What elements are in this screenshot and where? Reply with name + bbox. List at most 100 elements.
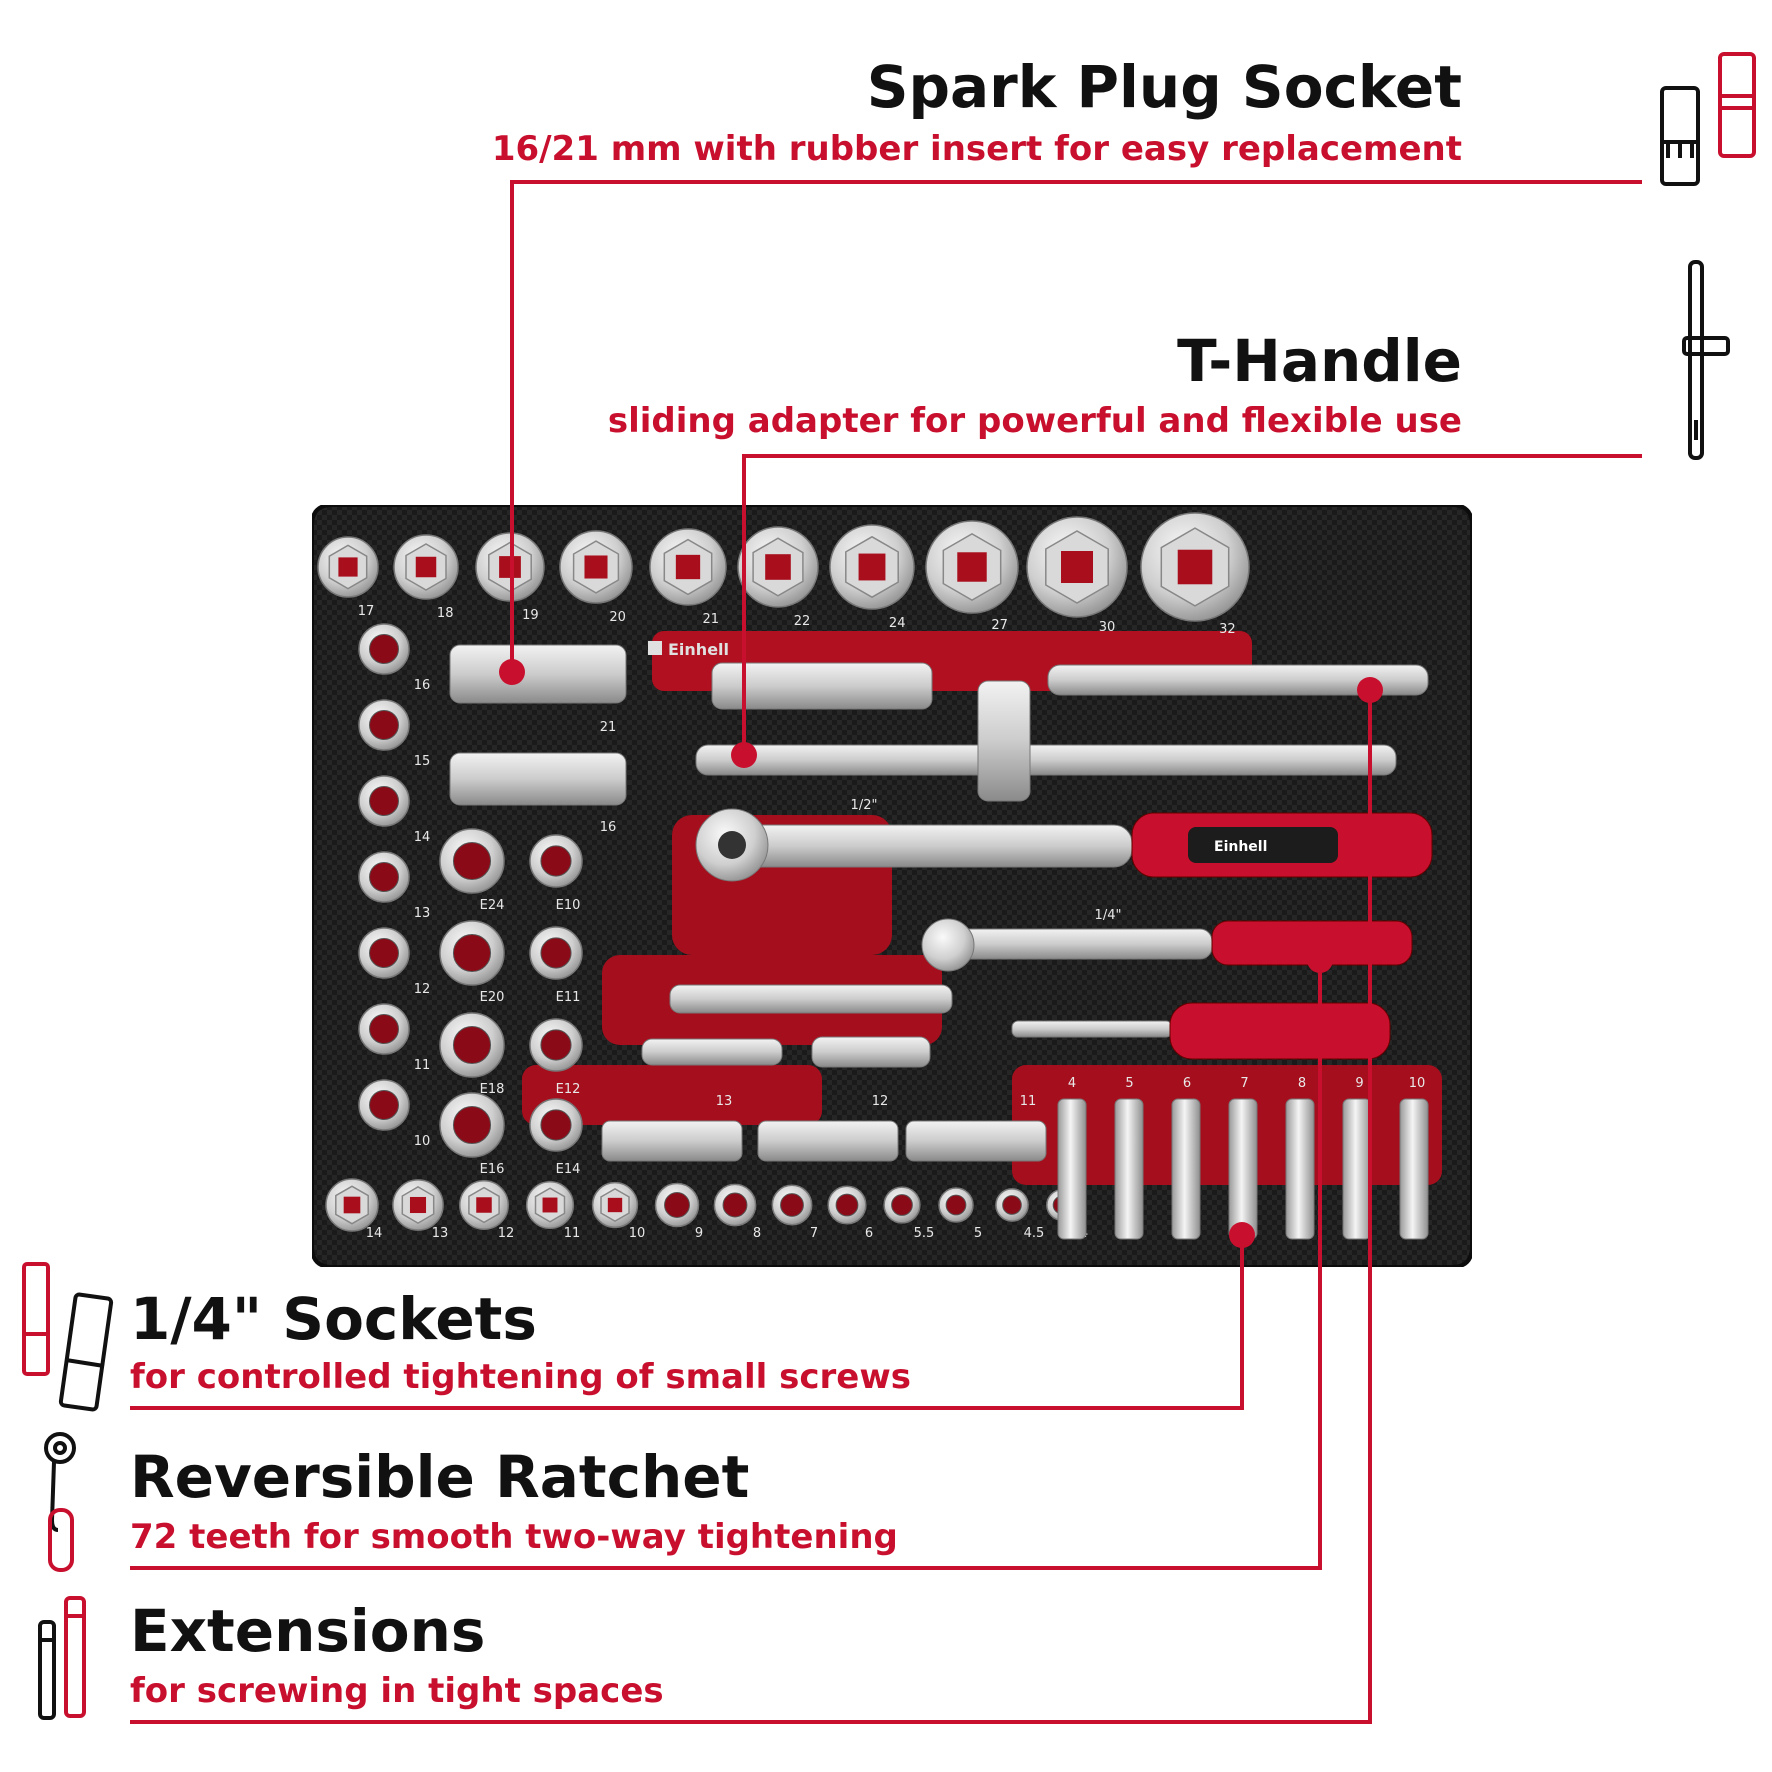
deep-quarter-label-8: 8 — [1298, 1076, 1306, 1091]
bottom-socket-9-bore — [664, 1192, 690, 1218]
left-socket-label-11: 11 — [414, 1058, 431, 1073]
quarter-extension-long — [669, 984, 953, 1014]
half-inch-ratchet-shaft — [731, 824, 1133, 868]
t-handle-subtitle: sliding adapter for powerful and flexibl… — [607, 401, 1462, 441]
torx-socket-label-E14: E14 — [556, 1162, 581, 1177]
ratchet-brand-text: Einhell — [1214, 839, 1267, 855]
left-socket-14-bore — [369, 786, 399, 816]
bottom-socket-label-11: 11 — [564, 1226, 581, 1241]
deep-quarter-socket-4 — [1057, 1098, 1087, 1240]
bottom-socket-8-bore — [722, 1192, 748, 1218]
left-socket-16-bore — [369, 634, 399, 664]
bottom-socket-label-9: 9 — [695, 1226, 703, 1241]
left-socket-label-15: 15 — [414, 754, 431, 769]
deep-quarter-socket-7 — [1228, 1098, 1258, 1240]
top-socket-label-24: 24 — [889, 616, 906, 631]
torx-socket-label-E24: E24 — [480, 898, 505, 913]
top-socket-label-17: 17 — [358, 604, 375, 619]
left-socket-label-14: 14 — [414, 830, 431, 845]
bottom-socket-label-6: 6 — [865, 1226, 873, 1241]
ratchet-subtitle: 72 teeth for smooth two-way tightening — [130, 1517, 898, 1557]
spark-plug-socket-16 — [449, 752, 627, 806]
sliding-t-bar — [695, 744, 1397, 776]
top-socket-label-32: 32 — [1219, 622, 1236, 637]
bit-driver-shaft — [1011, 1020, 1173, 1038]
torx-socket-E18-bore — [452, 1025, 492, 1065]
spark-plug-label-16: 16 — [600, 820, 617, 835]
top-socket-32-drive — [1177, 549, 1213, 585]
quarter-ratchet-handle — [1211, 920, 1413, 966]
bottom-socket-label-8: 8 — [753, 1226, 761, 1241]
left-socket-11-bore — [369, 1014, 399, 1044]
top-socket-label-20: 20 — [609, 610, 626, 625]
bottom-socket-label-13: 13 — [432, 1226, 449, 1241]
torx-socket-E11-bore — [540, 937, 572, 969]
bottom-socket-4.5-bore — [1002, 1195, 1022, 1215]
left-socket-12-bore — [369, 938, 399, 968]
top-socket-label-27: 27 — [991, 618, 1008, 633]
deep-quarter-socket-10 — [1399, 1098, 1429, 1240]
quarter-extension-short — [641, 1038, 783, 1066]
bottom-socket-5-bore — [945, 1194, 967, 1216]
drive-label-quarter: 1/4" — [1095, 908, 1122, 923]
top-socket-label-19: 19 — [522, 608, 539, 623]
ratchet-icon — [44, 1432, 76, 1572]
spark-plug-socket-21 — [449, 644, 627, 704]
top-socket-17-drive — [338, 557, 358, 577]
torx-socket-label-E11: E11 — [556, 990, 581, 1005]
quarter-socket-icon — [22, 1262, 114, 1412]
top-socket-19-drive — [499, 556, 521, 578]
deep-socket-label-11: 11 — [1020, 1094, 1037, 1109]
deep-quarter-label-7: 7 — [1240, 1076, 1248, 1091]
deep-quarter-label-5: 5 — [1125, 1076, 1133, 1091]
top-socket-27-drive — [957, 552, 987, 582]
spark-plug-title: Spark Plug Socket — [866, 53, 1462, 121]
t-handle-icon — [1682, 260, 1730, 460]
brand-logo-text: Einhell — [668, 640, 729, 659]
t-handle-title: T-Handle — [1177, 327, 1462, 395]
torx-socket-E12-bore — [540, 1029, 572, 1061]
bottom-socket-label-4.5: 4.5 — [1024, 1226, 1045, 1241]
deep-quarter-socket-6 — [1171, 1098, 1201, 1240]
torx-socket-E16-bore — [452, 1105, 492, 1145]
extensions-subtitle: for screwing in tight spaces — [130, 1671, 664, 1711]
bottom-socket-label-14: 14 — [366, 1226, 383, 1241]
quarter-ratchet-shaft — [951, 928, 1213, 960]
bottom-socket-label-5.5: 5.5 — [914, 1226, 935, 1241]
torx-socket-label-E10: E10 — [556, 898, 581, 913]
bottom-socket-12-drive — [476, 1197, 492, 1213]
top-socket-label-30: 30 — [1099, 620, 1116, 635]
spark-plug-socket-icon — [1660, 52, 1756, 186]
top-socket-label-21: 21 — [703, 612, 720, 627]
torx-socket-E10-bore — [540, 845, 572, 877]
deep-quarter-socket-8 — [1285, 1098, 1315, 1240]
torx-socket-label-E20: E20 — [480, 990, 505, 1005]
left-socket-15-bore — [369, 710, 399, 740]
top-socket-22-drive — [765, 554, 791, 580]
bottom-socket-7-bore — [780, 1193, 804, 1217]
deep-socket-11 — [905, 1120, 1047, 1162]
bottom-socket-10-drive — [607, 1197, 623, 1213]
quarter-sockets-subtitle: for controlled tightening of small screw… — [130, 1357, 912, 1397]
bottom-socket-label-12: 12 — [498, 1226, 515, 1241]
t-handle-adapter — [977, 680, 1031, 802]
left-socket-label-12: 12 — [414, 982, 431, 997]
torx-socket-label-E12: E12 — [556, 1082, 581, 1097]
deep-quarter-label-6: 6 — [1183, 1076, 1191, 1091]
left-socket-label-10: 10 — [414, 1134, 431, 1149]
top-socket-21-drive — [675, 554, 701, 580]
torx-socket-label-E16: E16 — [480, 1162, 505, 1177]
bottom-socket-5.5-bore — [891, 1194, 913, 1216]
extension-icon — [38, 1596, 86, 1720]
extensions-title: Extensions — [130, 1597, 486, 1665]
bottom-socket-11-drive — [542, 1197, 558, 1213]
bottom-socket-14-drive — [343, 1196, 361, 1214]
left-socket-label-13: 13 — [414, 906, 431, 921]
deep-quarter-socket-5 — [1114, 1098, 1144, 1240]
top-socket-label-18: 18 — [437, 606, 454, 621]
brand-logo-mark — [648, 641, 662, 655]
spark-plug-subtitle: 16/21 mm with rubber insert for easy rep… — [491, 129, 1462, 169]
deep-quarter-label-4: 4 — [1068, 1076, 1076, 1091]
deep-quarter-socket-9 — [1342, 1098, 1372, 1240]
